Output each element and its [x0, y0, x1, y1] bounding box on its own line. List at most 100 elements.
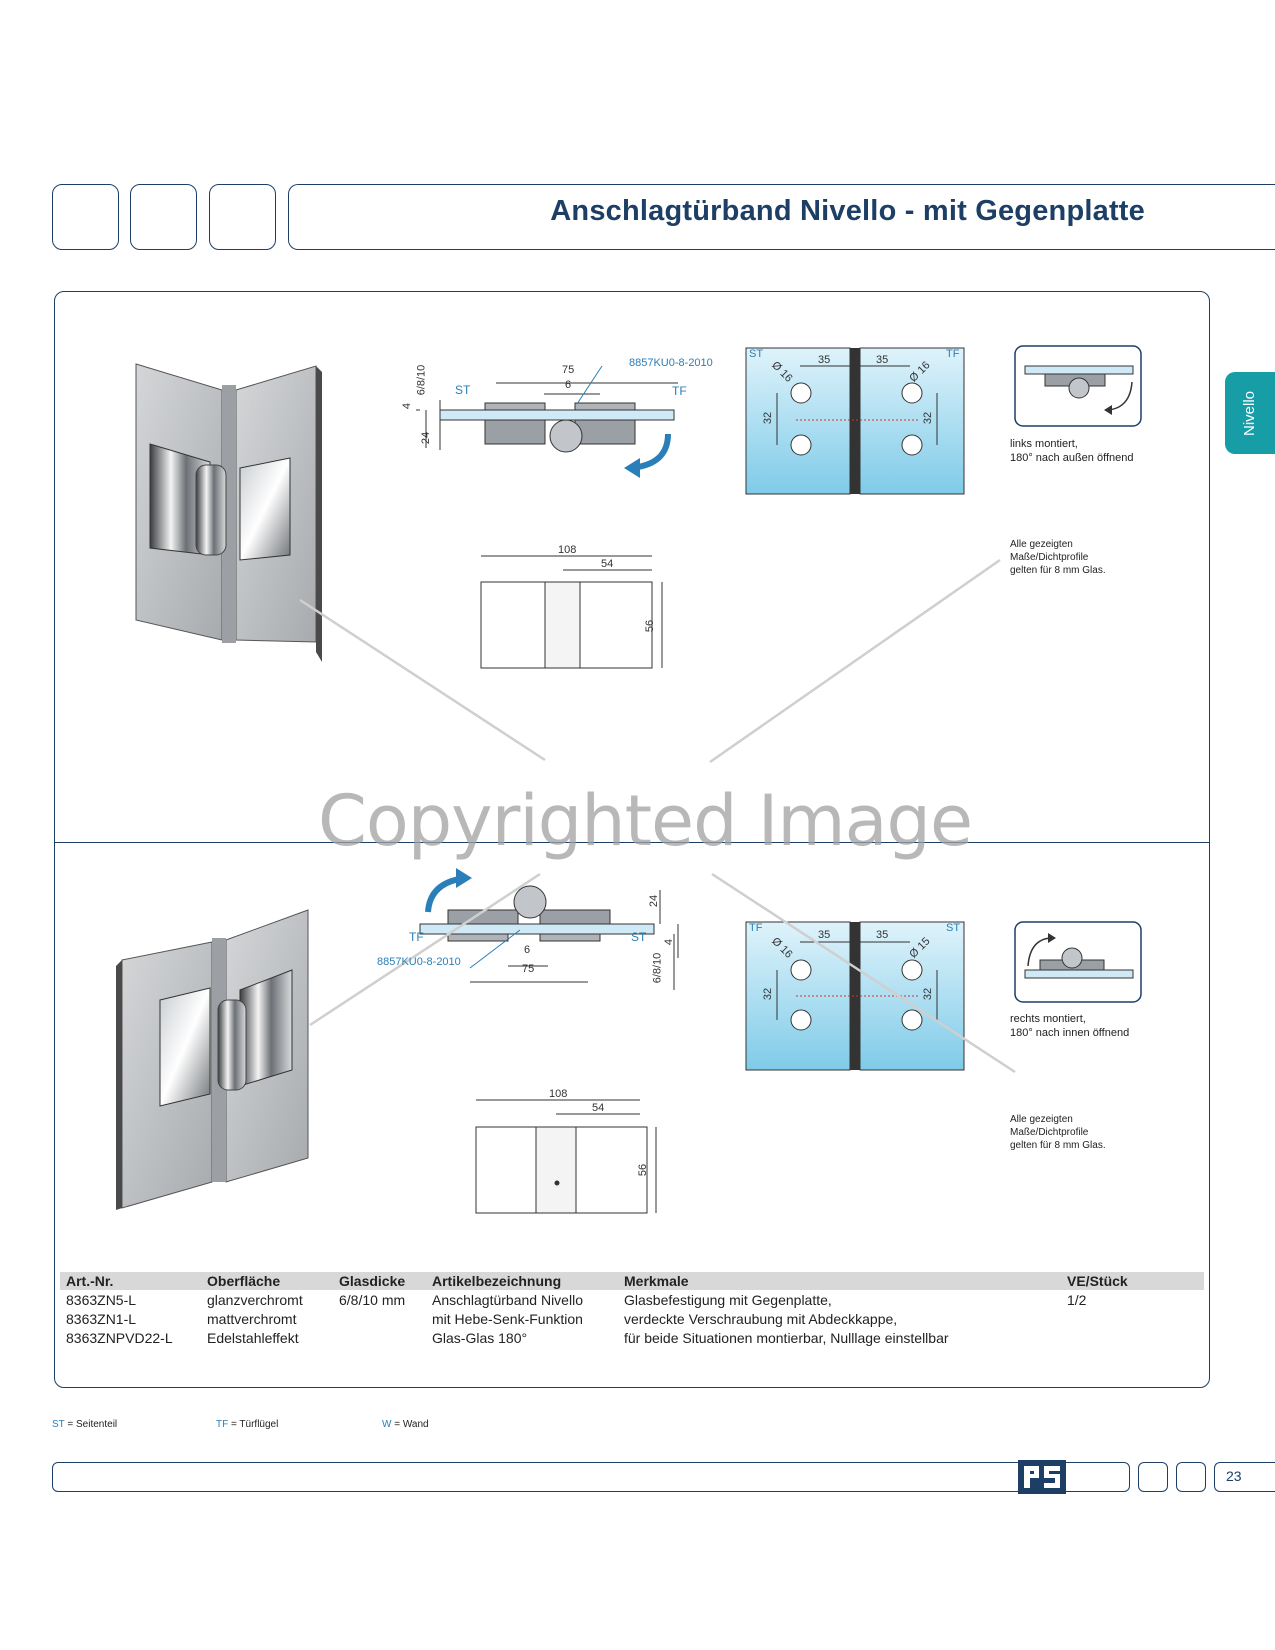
hole-plates-top — [745, 347, 965, 495]
mount-note-bottom: rechts montiert, 180° nach innen öffnend — [1010, 1012, 1129, 1040]
mount-note-bottom-line1: rechts montiert, — [1010, 1013, 1086, 1025]
dim-35a-top: 35 — [818, 354, 831, 366]
plate-label-tf-top: TF — [946, 348, 960, 360]
legend-st-abbr: ST — [52, 1419, 65, 1430]
table-cell-glass-1: 6/8/10 mm — [339, 1292, 406, 1308]
legend-w-text: = Wand — [391, 1419, 429, 1430]
cross-section-top — [416, 365, 678, 453]
footer-page-box — [1214, 1462, 1275, 1492]
mount-icon-bottom — [1014, 921, 1142, 1003]
table-cell-art-1: 8363ZN5-L — [66, 1292, 137, 1308]
dim-6-top: 6 — [565, 379, 572, 391]
dimension-drawing-bottom — [475, 1099, 657, 1214]
glass-note-bottom-line2: Maße/Dichtprofile — [1010, 1127, 1089, 1138]
glass-note-bottom-line1: Alle gezeigten — [1010, 1114, 1073, 1125]
dim-75-top: 75 — [562, 364, 575, 376]
hinge-photo-top — [135, 363, 322, 662]
th-desc: Artikelbezeichnung — [432, 1273, 562, 1289]
label-tf-bottom: TF — [409, 930, 424, 944]
th-art-nr: Art.-Nr. — [66, 1273, 114, 1289]
cross-section-bottom — [419, 885, 679, 990]
legend-w: W = Wand — [382, 1419, 429, 1430]
dim-32b-bottom: 32 — [922, 987, 935, 1001]
dim-108-bottom: 108 — [549, 1088, 568, 1100]
legend-st: ST = Seitenteil — [52, 1419, 117, 1430]
plate-label-st-bottom: ST — [946, 922, 961, 934]
dim-54-bottom: 54 — [592, 1102, 605, 1114]
section-divider — [54, 842, 1210, 843]
dim-35b-top: 35 — [876, 354, 889, 366]
footer-bar — [52, 1462, 1130, 1492]
label-tf-top: TF — [672, 384, 687, 398]
dim-32b-top: 32 — [922, 411, 935, 425]
mount-note-top-line2: 180° nach außen öffnend — [1010, 452, 1134, 464]
glass-note-top-line2: Maße/Dichtprofile — [1010, 552, 1089, 563]
page-title: Anschlagtürband Nivello - mit Gegenplatt… — [550, 195, 1145, 227]
mount-icon-top — [1014, 345, 1142, 427]
hole-plates-bottom — [745, 921, 965, 1071]
dim-35b-bottom: 35 — [876, 929, 889, 941]
table-cell-features-2: verdeckte Verschraubung mit Abdeckkappe, — [624, 1311, 898, 1327]
table-cell-desc-3: Glas-Glas 180° — [432, 1330, 528, 1346]
table-cell-art-2: 8363ZN1-L — [66, 1311, 137, 1327]
th-ve: VE/Stück — [1067, 1273, 1128, 1289]
dim-32a-top: 32 — [762, 411, 775, 425]
plate-label-tf-bottom: TF — [749, 922, 763, 934]
th-glass: Glasdicke — [339, 1273, 406, 1289]
table-cell-surface-1: glanzverchromt — [207, 1292, 303, 1308]
table-cell-features-3: für beide Situationen montierbar, Nullla… — [624, 1330, 949, 1346]
table-cell-desc-1: Anschlagtürband Nivello — [432, 1292, 583, 1308]
glass-note-top-line3: gelten für 8 mm Glas. — [1010, 565, 1106, 576]
dimension-drawing-top — [480, 555, 663, 669]
dim-glass-bottom: 6/8/10 — [651, 952, 664, 984]
legend-tf-text: = Türflügel — [228, 1419, 279, 1430]
footer-box-2 — [1176, 1462, 1206, 1492]
company-logo — [1018, 1460, 1066, 1494]
dim-24-bottom: 24 — [648, 894, 661, 908]
part-number-bottom: 8857KU0-8-2010 — [377, 956, 461, 968]
header-box-3 — [209, 184, 276, 250]
legend-tf-abbr: TF — [216, 1419, 229, 1430]
legend-w-abbr: W — [382, 1419, 392, 1430]
dim-4-top: 4 — [401, 402, 414, 410]
header-title-box — [288, 184, 1275, 250]
th-surface: Oberfläche — [207, 1273, 281, 1289]
copyright-watermark: Copyrighted Image — [318, 780, 973, 862]
table-cell-surface-3: Edelstahleffekt — [207, 1330, 299, 1346]
label-st-top: ST — [455, 383, 471, 397]
watermark-lines — [299, 558, 1016, 1074]
page-number: 23 — [1226, 1468, 1242, 1484]
dim-108-top: 108 — [558, 544, 577, 556]
mount-note-top: links montiert, 180° nach außen öffnend — [1010, 437, 1133, 465]
legend-st-text: = Seitenteil — [64, 1419, 118, 1430]
glass-note-top-line1: Alle gezeigten — [1010, 539, 1073, 550]
header-box-1 — [52, 184, 119, 250]
main-panel — [54, 291, 1210, 1388]
mount-note-top-line1: links montiert, — [1010, 438, 1078, 450]
dim-54-top: 54 — [601, 558, 614, 570]
side-tab-nivello[interactable]: Nivello — [1225, 372, 1275, 454]
legend-tf: TF = Türflügel — [216, 1419, 278, 1430]
header-box-2 — [130, 184, 197, 250]
table-cell-ve-1: 1/2 — [1067, 1292, 1087, 1308]
glass-note-bottom: Alle gezeigten Maße/Dichtprofile gelten … — [1010, 1113, 1106, 1152]
dim-6-bottom: 6 — [524, 944, 531, 956]
dim-4-bottom: 4 — [663, 938, 676, 946]
hinge-photo-bottom — [116, 909, 309, 1210]
part-number-top: 8857KU0-8-2010 — [629, 357, 713, 369]
mount-note-bottom-line2: 180° nach innen öffnend — [1010, 1027, 1130, 1039]
glass-note-bottom-line3: gelten für 8 mm Glas. — [1010, 1140, 1106, 1151]
dim-56-top: 56 — [644, 619, 657, 633]
table-cell-features-1: Glasbefestigung mit Gegenplatte, — [624, 1292, 832, 1308]
glass-note-top: Alle gezeigten Maße/Dichtprofile gelten … — [1010, 538, 1106, 577]
table-cell-desc-2: mit Hebe-Senk-Funktion — [432, 1311, 583, 1327]
table-cell-surface-2: mattverchromt — [207, 1311, 297, 1327]
table-cell-art-3: 8363ZNPVD22-L — [66, 1330, 173, 1346]
dim-glass-top: 6/8/10 — [415, 364, 428, 396]
table-header-bar — [60, 1272, 1204, 1290]
dim-32a-bottom: 32 — [762, 987, 775, 1001]
footer-box-1 — [1138, 1462, 1168, 1492]
dim-35a-bottom: 35 — [818, 929, 831, 941]
th-features: Merkmale — [624, 1273, 689, 1289]
